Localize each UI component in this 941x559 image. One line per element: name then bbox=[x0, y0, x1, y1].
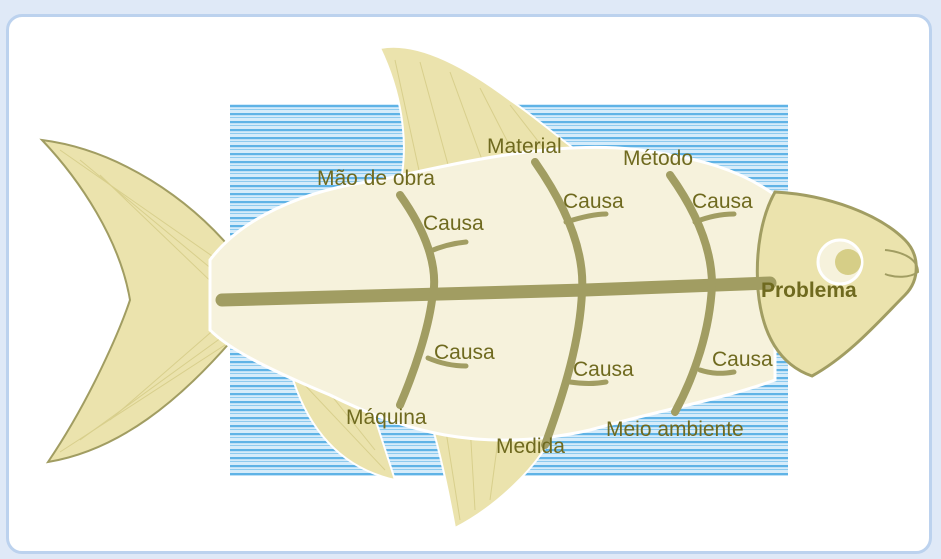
cause-label: Causa bbox=[573, 358, 634, 381]
fish-pupil bbox=[835, 249, 861, 275]
cause-label: Causa bbox=[692, 190, 753, 213]
problem-label: Problema bbox=[761, 279, 857, 302]
cause-label: Causa bbox=[423, 212, 484, 235]
anal-fin bbox=[428, 419, 562, 530]
label-metodo: Método bbox=[623, 147, 693, 170]
label-medida: Medida bbox=[496, 435, 565, 458]
cause-label: Causa bbox=[712, 348, 773, 371]
cause-label: Causa bbox=[563, 190, 624, 213]
rib-metodo-causa bbox=[692, 211, 737, 225]
bone-metodo bbox=[666, 171, 717, 416]
rib-mao-de-obra-causa bbox=[425, 239, 469, 255]
rib-material-causa bbox=[563, 211, 609, 225]
bone-mao-de-obra bbox=[396, 191, 439, 409]
label-material: Material bbox=[487, 135, 562, 158]
label-meio-ambiente: Meio ambiente bbox=[606, 418, 744, 441]
rib-medida-causa bbox=[567, 379, 609, 386]
bone-material bbox=[531, 158, 587, 449]
rib-meio-ambiente-causa bbox=[697, 367, 737, 376]
fish-mouth bbox=[884, 249, 920, 278]
label-mao-de-obra: Mão de obra bbox=[317, 167, 435, 190]
rib-maquina-causa bbox=[425, 355, 469, 369]
label-maquina: Máquina bbox=[346, 406, 427, 429]
cause-label: Causa bbox=[434, 341, 495, 364]
tail-fin bbox=[39, 138, 233, 464]
